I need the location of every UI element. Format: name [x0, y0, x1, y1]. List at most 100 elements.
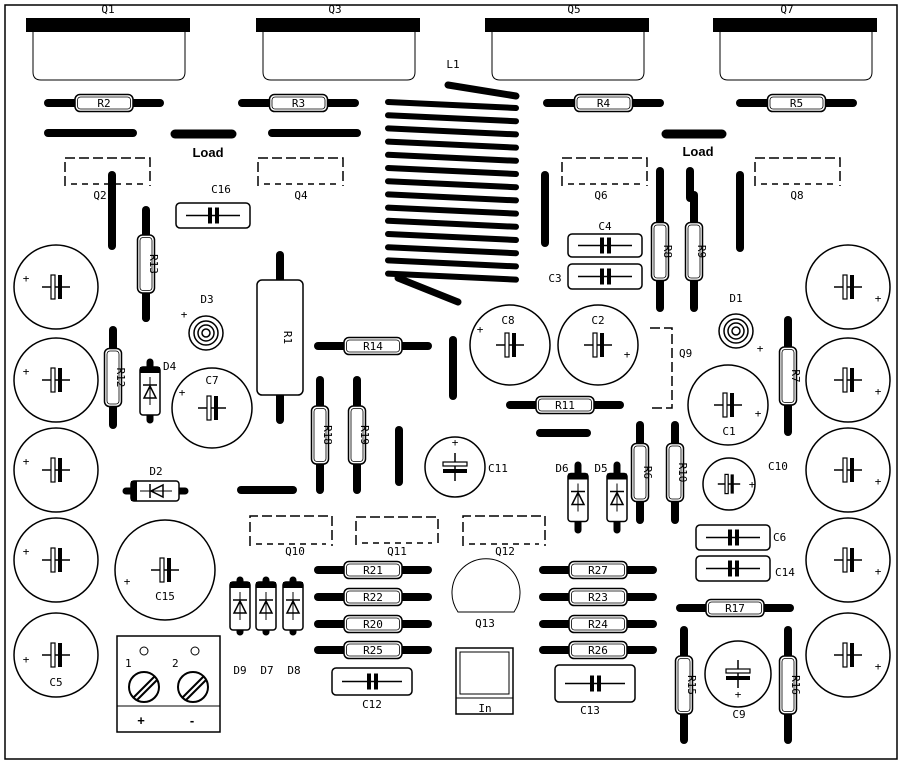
reservoir-capacitor: + [13, 337, 99, 423]
reservoir-capacitor: + [13, 517, 99, 603]
c14-label: C14 [775, 566, 795, 579]
resistor-r20: R20 [314, 614, 432, 634]
polarity-plus-label: + [875, 385, 882, 398]
c16-label: C16 [211, 183, 231, 196]
d5-label: D5 [594, 462, 607, 475]
resistor-r1: R1 [256, 251, 304, 424]
r4-label: R4 [597, 97, 611, 110]
led-d3: D3+ [181, 293, 224, 351]
load-pad-left: Load [170, 129, 237, 160]
resistor-r18: R18 [310, 376, 334, 494]
led-d1: D1+ [718, 292, 764, 355]
capacitor-c7: C7 + [171, 367, 253, 449]
r9-label: R9 [695, 245, 708, 258]
diode-d6: D6 [555, 461, 589, 534]
r11-label: R11 [555, 399, 575, 412]
polarity-plus-label: + [875, 292, 882, 305]
terminal-minus-label: - [190, 713, 194, 728]
polarity-plus-label: + [875, 565, 882, 578]
c12-label: C12 [362, 698, 382, 711]
capacitor-c14: C14 [695, 555, 795, 582]
q3-label: Q3 [328, 3, 341, 16]
r20-label: R20 [363, 618, 383, 631]
polarity-plus-label: + [23, 653, 30, 666]
r18-label: R18 [321, 425, 334, 445]
diode-d2: D2 [122, 465, 189, 502]
polarity-plus-label: + [755, 407, 762, 420]
capacitor-c11: C11+ [424, 436, 508, 498]
r19-label: R19 [358, 425, 371, 445]
c7-label: C7 [205, 374, 218, 387]
capacitor-c13: C13 [554, 664, 636, 717]
terminal-pin1-label: 1 [125, 657, 132, 670]
diode-d9: D9 [229, 576, 251, 677]
r13-label: R13 [147, 254, 160, 274]
power-transistor-q1: Q1 [26, 3, 190, 81]
c15-label: C15 [155, 590, 175, 603]
polarity-plus-label: + [23, 545, 30, 558]
q2-label: Q2 [93, 189, 106, 202]
r17-label: R17 [725, 602, 745, 615]
capacitor-c8: C8 + [469, 304, 551, 386]
resistor-r9: R9 [684, 191, 708, 312]
c8-label: C8 [501, 314, 514, 327]
d1-label: D1 [729, 292, 742, 305]
r10-label: R10 [676, 463, 689, 483]
transistor-q6: Q6 [561, 157, 648, 202]
capacitor-c10: C10+ [702, 457, 788, 511]
power-transistor-q7: Q7 [713, 3, 877, 81]
transistor-q4: Q4 [257, 157, 344, 202]
l1-label: L1 [446, 58, 459, 71]
q11-label: Q11 [387, 545, 407, 558]
r7-label: R7 [789, 369, 802, 382]
q7-label: Q7 [780, 3, 793, 16]
q9-label: Q9 [679, 347, 692, 360]
polarity-plus-label: + [124, 575, 131, 588]
c3-label: C3 [548, 272, 561, 285]
input-connector: In [455, 647, 514, 715]
polarity-plus-label: + [477, 323, 484, 336]
reservoir-capacitor: + [13, 244, 99, 330]
resistor-r10: R10 [665, 421, 689, 524]
terminal-pin2-label: 2 [172, 657, 179, 670]
diode-d5: D5 [594, 461, 628, 534]
resistor-r23: R23 [539, 587, 657, 607]
capacitor-c12: C12 [331, 667, 413, 711]
reservoir-capacitor: + [805, 612, 891, 698]
input-label: In [478, 702, 491, 715]
resistor-r6: R6 [630, 421, 654, 524]
load-pad-right: Load [661, 129, 727, 159]
resistor-r21: R21 [314, 560, 432, 580]
polarity-plus-label: + [179, 386, 186, 399]
d8-label: D8 [287, 664, 300, 677]
r1-label: R1 [281, 331, 294, 344]
transistor-q9: Q9 [650, 327, 692, 409]
c5-label: C5 [49, 676, 62, 689]
transistor-q11: Q11 [355, 516, 439, 558]
r25-label: R25 [363, 644, 383, 657]
resistor-r27: R27 [539, 560, 657, 580]
reservoir-capacitor: + [805, 337, 891, 423]
reservoir-capacitor: + [805, 244, 891, 330]
reservoir-capacitor: + [13, 427, 99, 513]
d2-label: D2 [149, 465, 162, 478]
c9-label: C9 [732, 708, 745, 721]
c2-label: C2 [591, 314, 604, 327]
resistor-r13: R13 [136, 206, 160, 322]
d6-label: D6 [555, 462, 568, 475]
d3-label: D3 [200, 293, 213, 306]
load-label-left: Load [192, 145, 223, 160]
capacitor-c3: C3 [548, 263, 643, 290]
r8-label: R8 [661, 245, 674, 258]
capacitor-c6: C6 [695, 524, 786, 551]
resistor-r4: R4 [543, 93, 664, 113]
resistor-r15: R15 [674, 626, 698, 744]
resistor-r8: R8 [650, 191, 674, 312]
capacitor-c1: C1+ [687, 364, 769, 446]
polarity-plus-label: + [735, 688, 742, 701]
q1-label: Q1 [101, 3, 114, 16]
r15-label: R15 [685, 675, 698, 695]
